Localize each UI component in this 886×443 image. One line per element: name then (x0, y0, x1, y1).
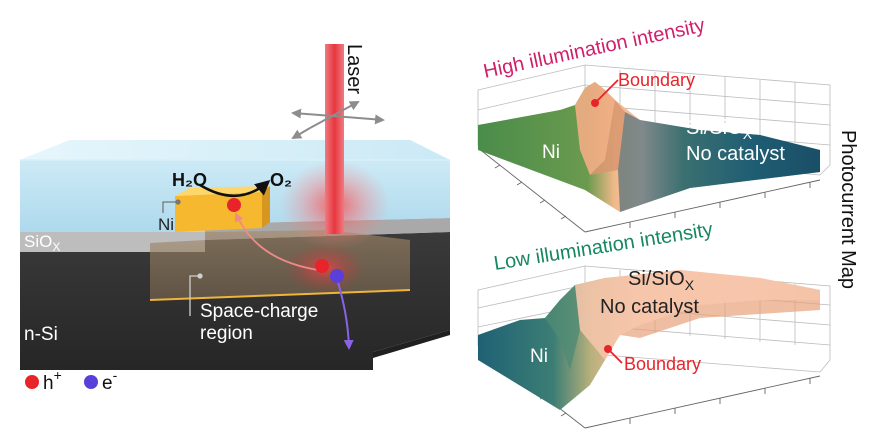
top-siox-label: Si/SiOX (686, 117, 753, 142)
electron-in-si (330, 269, 344, 283)
photocurrent-map-label: Photocurrent Map (837, 130, 859, 289)
bottom-boundary-label: Boundary (624, 354, 701, 374)
hole-in-si (315, 259, 329, 273)
bottom-ni-label: Ni (530, 346, 548, 367)
top-plot: High illumination intensity Boundary Ni … (477, 14, 831, 233)
bottom-plot-title: Low illumination intensity (492, 219, 714, 275)
oer-arrow (199, 180, 271, 198)
top-plot-front-axis (477, 147, 821, 233)
top-ni-label: Ni (542, 142, 560, 163)
space-charge-pointer (189, 273, 203, 316)
water-label: H₂O (172, 170, 207, 190)
ni-pointer (162, 199, 181, 213)
device-schematic: Laser H₂O O₂ Ni SiOX Space-charge region… (20, 44, 450, 394)
top-no-catalyst-label: No catalyst (686, 143, 785, 165)
top-boundary-marker (591, 79, 619, 107)
siox-label: SiOX (24, 232, 60, 254)
space-charge-label-line1: Space-charge (200, 301, 318, 322)
electron-path-arrow (337, 281, 354, 350)
bottom-plot: Low illumination intensity Si/SiOX No ca… (477, 219, 831, 429)
n-si-label: n-Si (24, 324, 58, 345)
carrier-legend: h+ e- (25, 367, 118, 394)
bottom-no-catalyst-label: No catalyst (600, 296, 699, 318)
bottom-surface (478, 270, 820, 410)
ni-label: Ni (158, 215, 174, 234)
bottom-siox-label: Si/SiOX (628, 268, 695, 293)
top-surface (478, 82, 820, 212)
hole-in-ni (227, 198, 241, 212)
hole-path-arrow (234, 212, 319, 271)
electron-legend-label: e- (102, 367, 118, 394)
laser-label: Laser (343, 44, 365, 94)
bottom-boundary-marker (604, 345, 623, 364)
scan-direction-arrows (291, 101, 385, 140)
electron-legend-dot (84, 375, 98, 389)
hole-legend-label: h+ (43, 367, 62, 394)
hole-legend-dot (25, 375, 39, 389)
oxygen-label: O₂ (270, 170, 292, 190)
ni-catalyst (175, 186, 270, 232)
space-charge-label-line2: region (200, 323, 253, 344)
top-boundary-label: Boundary (618, 70, 695, 90)
